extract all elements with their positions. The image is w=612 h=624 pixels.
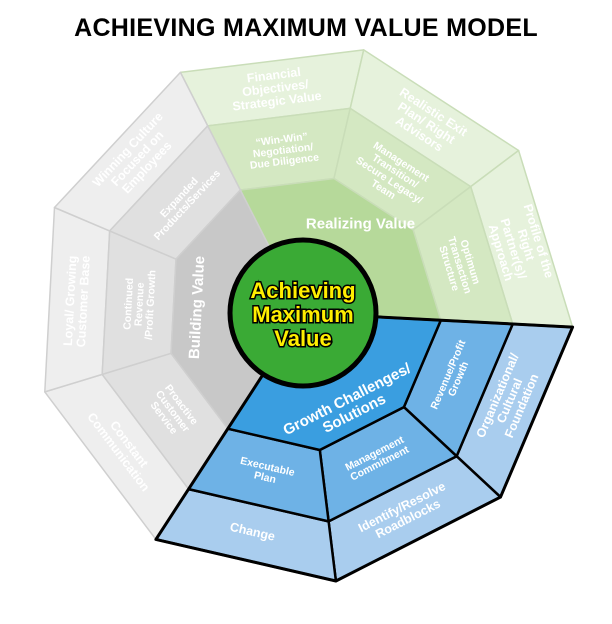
realizing-middle-label-3: OptimumTransactionStructure (435, 232, 485, 298)
center-label-line-3: Value (274, 326, 331, 351)
center-label-line-1: Achieving (250, 278, 355, 303)
realizing-inner-label: Realizing Value (306, 215, 415, 232)
center-hub: Achieving Maximum Value (227, 237, 379, 389)
center-label-line-2: Maximum (252, 302, 353, 327)
diagram-title: ACHIEVING MAXIMUM VALUE MODEL (74, 14, 538, 42)
realizing-middle-label-1: “Win-Win”Negotiation/Due Diligence (247, 129, 320, 171)
building-middle-label-2: ContinuedRevenue/Profit Growth (121, 269, 159, 341)
center-circle (227, 237, 379, 389)
building-outer-label-2: Loyal/ GrowingCustomer Base (61, 255, 93, 348)
building-inner-label: Building Value (186, 255, 208, 359)
